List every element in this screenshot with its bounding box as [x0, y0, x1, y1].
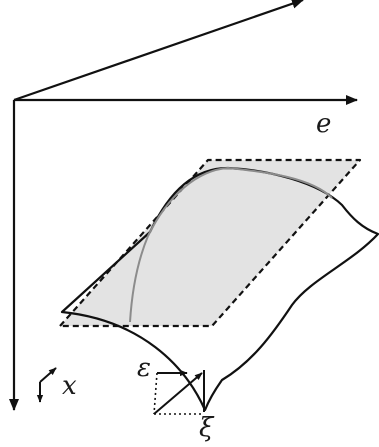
surface-trace-side [129, 235, 149, 323]
x-axis-label: x [62, 371, 77, 401]
xi-arrow [153, 372, 203, 415]
dotted-left-edge [153, 372, 158, 415]
diagonal-axis [13, 0, 304, 102]
epsilon-label: ε [137, 353, 151, 383]
tangent-plane [58, 158, 362, 328]
e-axis-label: e [316, 109, 331, 139]
xi-label: ξ [199, 413, 215, 443]
surface-trace-top [147, 166, 333, 237]
x-frame-diagonal-arrow [39, 367, 57, 383]
